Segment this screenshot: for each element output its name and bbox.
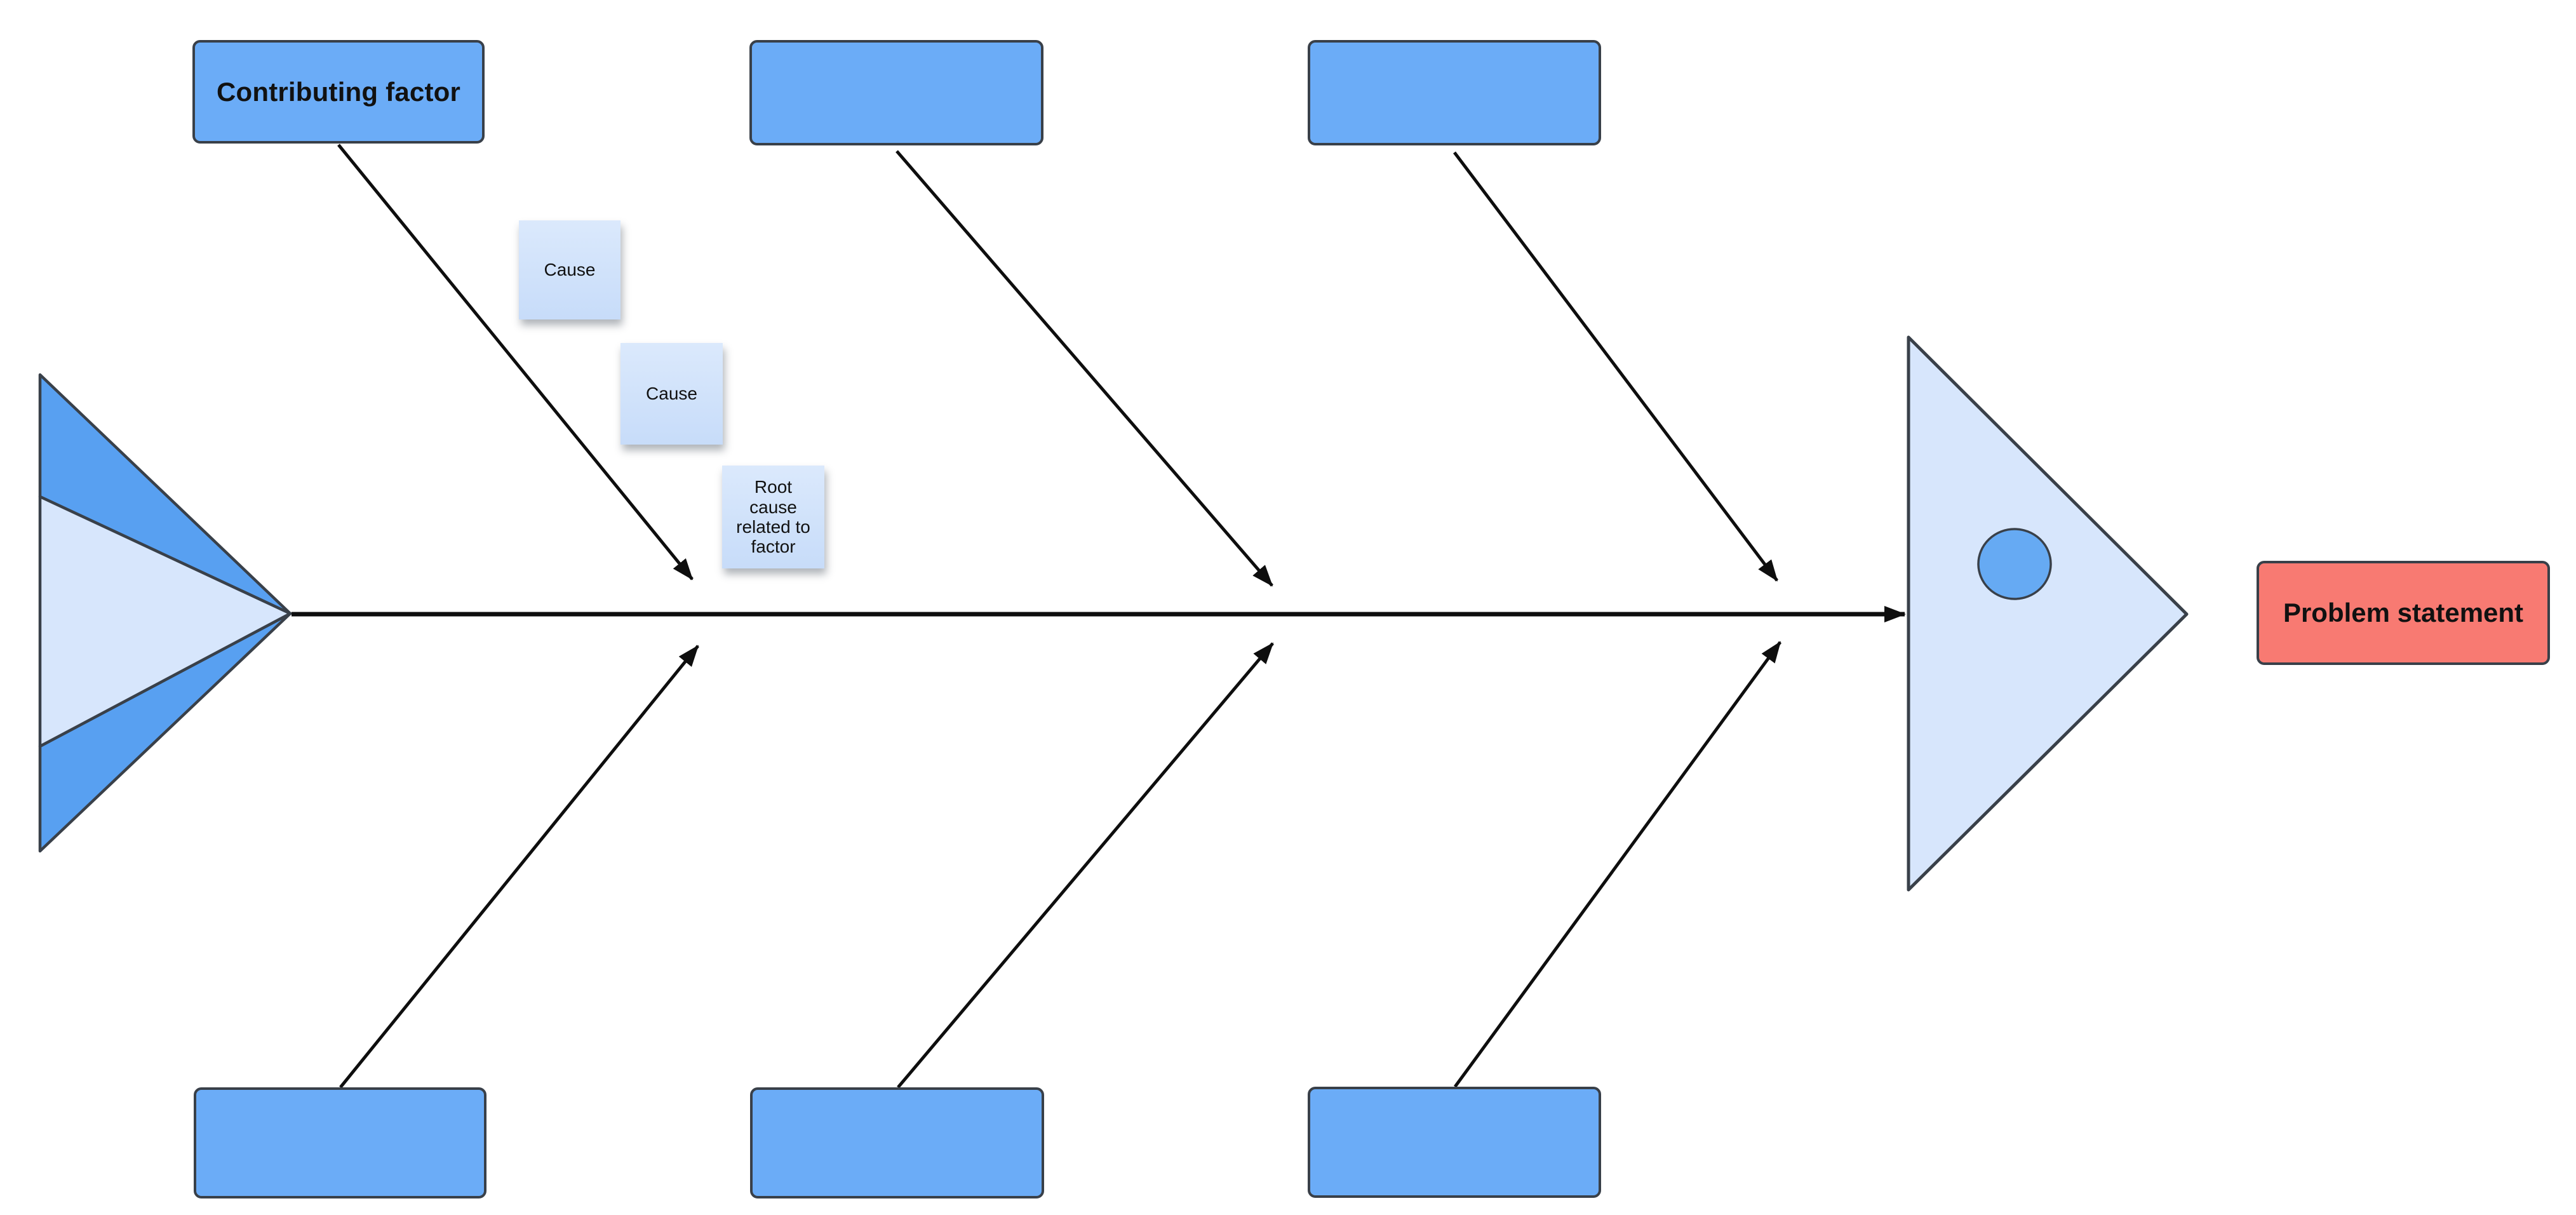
rib-arrow-top-2[interactable] (896, 150, 1273, 587)
fish-eye[interactable] (1977, 528, 2052, 600)
sticky-note-cause-1[interactable]: Cause (519, 220, 621, 319)
fish-head[interactable] (1907, 335, 2189, 892)
factor-box-bottom-2[interactable] (750, 1087, 1044, 1198)
sticky-note-cause-2[interactable]: Cause (621, 343, 723, 445)
sticky-note-cause-2-label: Cause (646, 384, 697, 404)
factor-box-top-3[interactable] (1308, 40, 1601, 145)
fish-tail-fin-middle[interactable] (38, 495, 292, 748)
rib-arrow-top-1[interactable] (337, 144, 694, 581)
factor-box-bottom-1[interactable] (194, 1087, 486, 1198)
rib-arrow-bottom-2[interactable] (897, 642, 1274, 1089)
rib-arrow-bottom-3[interactable] (1453, 641, 1782, 1088)
factor-box-top-1-label: Contributing factor (216, 76, 461, 107)
sticky-note-root-cause[interactable]: Root cause related to factor (722, 466, 824, 568)
sticky-note-cause-1-label: Cause (544, 260, 596, 280)
rib-arrow-top-3[interactable] (1453, 151, 1778, 582)
problem-statement-label: Problem statement (2283, 598, 2524, 628)
factor-box-top-2[interactable] (749, 40, 1043, 145)
problem-statement-box[interactable]: Problem statement (2257, 561, 2550, 665)
rib-arrow-bottom-1[interactable] (339, 645, 699, 1089)
sticky-note-root-cause-label: Root cause related to factor (736, 477, 810, 557)
factor-box-bottom-3[interactable] (1308, 1087, 1601, 1198)
factor-box-top-1[interactable]: Contributing factor (192, 40, 485, 144)
